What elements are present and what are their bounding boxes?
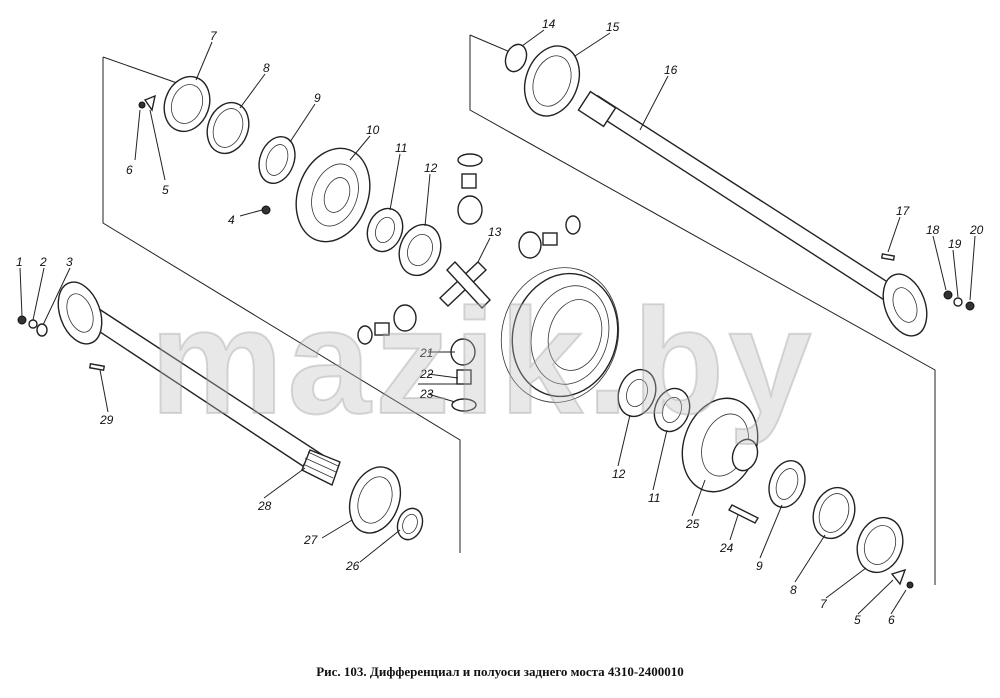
callout-7: 7	[210, 29, 218, 43]
callout-9: 9	[314, 91, 321, 105]
callout-29: 29	[99, 413, 114, 427]
callout-26: 26	[345, 559, 360, 573]
callout-21: 21	[419, 346, 433, 360]
right-axle-shaft	[577, 90, 975, 337]
callout-11-right: 11	[648, 491, 660, 505]
washers-top-right	[504, 43, 581, 117]
callout-18: 18	[926, 223, 940, 237]
callout-labels: 1 2 3 4 5 6 7 8 9 10 11 12 13 14 15 16 1…	[16, 17, 984, 627]
callout-5: 5	[162, 183, 169, 197]
callout-11: 11	[395, 141, 407, 155]
callout-22: 22	[419, 367, 434, 381]
callout-14: 14	[542, 17, 556, 31]
callout-28: 28	[257, 499, 272, 513]
callout-17: 17	[896, 204, 911, 218]
callout-3: 3	[66, 255, 73, 269]
callout-25: 25	[685, 517, 700, 531]
small-fasteners-left	[17, 315, 48, 337]
callout-6-right: 6	[888, 613, 895, 627]
callout-1: 1	[16, 255, 23, 269]
bearing-7-top	[138, 75, 296, 184]
diff-case-10	[261, 147, 371, 243]
callout-24: 24	[719, 541, 734, 555]
callout-8-right: 8	[790, 583, 797, 597]
callout-2: 2	[39, 255, 47, 269]
callout-12: 12	[424, 161, 438, 175]
callout-10: 10	[366, 123, 380, 137]
callout-8: 8	[263, 61, 270, 75]
washer-gear-left	[366, 207, 442, 277]
watermark: mazik.by	[149, 276, 816, 446]
crown-gear	[500, 267, 620, 403]
figure-caption: Рис. 103. Дифференциал и полуоси заднего…	[316, 664, 684, 679]
spider-and-pinions	[357, 153, 581, 412]
left-lower-assembly	[348, 466, 424, 541]
callout-15: 15	[606, 20, 620, 34]
callout-5-right: 5	[854, 613, 861, 627]
callout-27: 27	[303, 533, 319, 547]
callout-23: 23	[419, 387, 434, 401]
right-lower-assembly	[617, 368, 914, 589]
callout-13: 13	[488, 225, 502, 239]
leader-lines	[19, 29, 976, 615]
callout-19: 19	[948, 237, 962, 251]
callout-16: 16	[664, 63, 678, 77]
callout-6: 6	[126, 163, 133, 177]
callout-12-right: 12	[612, 467, 626, 481]
callout-7-right: 7	[820, 597, 828, 611]
callout-9-right: 9	[756, 559, 763, 573]
callout-4: 4	[228, 213, 235, 227]
left-axle-shaft	[57, 281, 341, 486]
frame-lines	[102, 34, 936, 585]
callout-20: 20	[969, 223, 984, 237]
